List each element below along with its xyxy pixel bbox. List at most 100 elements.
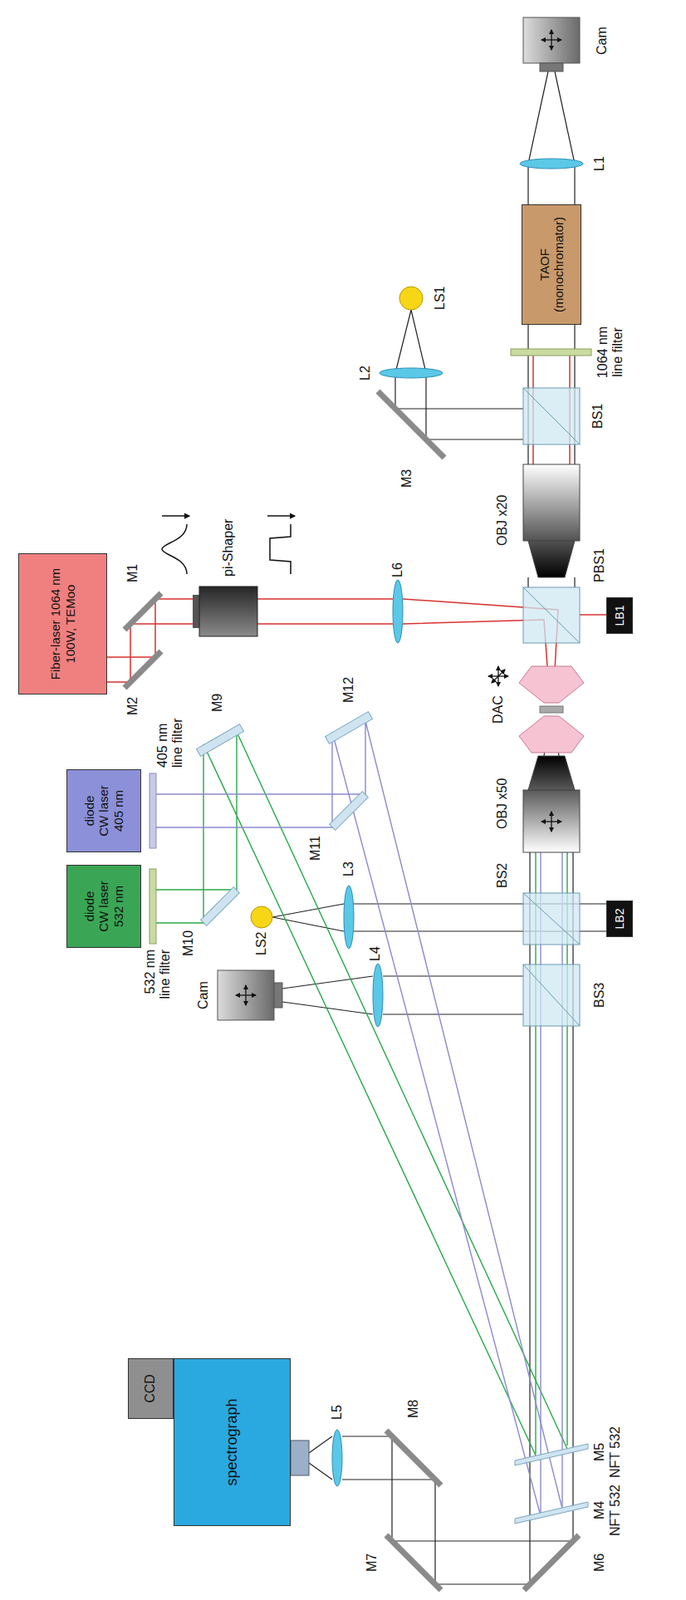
mirror — [377, 391, 445, 458]
pi-shaper-body — [192, 586, 258, 637]
camera — [217, 970, 275, 1020]
part-label: LS1 — [432, 284, 448, 312]
beam-splitter — [523, 892, 580, 945]
dichroic-mirror — [200, 886, 241, 927]
beam-dump: LB1 — [606, 597, 633, 634]
beam-splitter — [523, 587, 580, 643]
mirror — [386, 1534, 441, 1590]
lens — [519, 158, 584, 169]
diamond-anvil-cell — [491, 669, 505, 683]
line-filter — [149, 348, 592, 944]
objective — [528, 755, 575, 790]
dichroic-mirror — [514, 1501, 588, 1524]
pi-shaper-body — [199, 586, 258, 637]
part-label: L1 — [592, 154, 608, 173]
camera — [541, 39, 562, 40]
beam-splitter — [523, 387, 580, 445]
ccd-box: CCD — [127, 1357, 174, 1419]
camera — [539, 63, 564, 72]
lens — [332, 1429, 343, 1486]
camera — [274, 982, 283, 1008]
part-label: M6 — [592, 1551, 608, 1573]
box-text: diode CW laser 532 nm — [82, 880, 126, 932]
part-label: M12 — [341, 675, 357, 705]
box-text: CCD — [142, 1373, 158, 1403]
part-label: M8 — [406, 1397, 422, 1420]
part-label: 1064 nm line filter — [595, 317, 627, 388]
lens — [372, 963, 383, 1027]
part-label: OBJ x20 — [494, 493, 510, 548]
part-label: M10 — [181, 928, 196, 958]
beam-black — [528, 71, 575, 205]
part-label: L3 — [341, 859, 357, 878]
monochromator-box: TAOF (monochromator) — [521, 204, 582, 325]
part-label: M7 — [364, 1551, 380, 1573]
box-text: Fiber-laser 1064 nm 100W, TEMoo — [48, 566, 78, 682]
lens — [332, 158, 584, 1486]
part-label: L6 — [390, 560, 406, 579]
part-label: M1 — [125, 562, 141, 584]
beam-black — [308, 852, 574, 1584]
mirror — [124, 651, 162, 688]
part-label: 532 nm line filter — [142, 947, 174, 1018]
diamond-anvil-cell — [519, 715, 584, 753]
part-label: OBJ x50 — [494, 776, 510, 831]
beam-profile — [161, 514, 190, 517]
beam-profile — [269, 524, 291, 574]
objective — [541, 820, 562, 822]
laser-box: diode CW laser 532 nm — [66, 864, 142, 948]
dichroic-mirror — [196, 724, 245, 757]
line-filter — [149, 773, 157, 848]
mirror — [124, 592, 162, 630]
part-label: M5 — [592, 1440, 608, 1463]
line-filter — [149, 868, 157, 944]
part-label: NFT 532 — [607, 1482, 623, 1538]
box-text: diode CW laser 405 nm — [82, 784, 126, 837]
spectrograph-entrance — [290, 1440, 309, 1475]
part-label: M4 — [592, 1499, 608, 1521]
beam-splitter — [523, 964, 580, 1026]
laser-box: diode CW laser 405 nm — [66, 769, 142, 853]
lamp — [250, 906, 273, 928]
beam-splitter — [523, 892, 580, 945]
lamp — [399, 286, 423, 310]
part-label: M3 — [399, 467, 415, 490]
objective — [528, 540, 575, 578]
part-label: NFT 532 — [607, 1424, 623, 1480]
lens — [392, 579, 403, 643]
part-label: DAC — [490, 693, 506, 726]
beam-splitter — [523, 387, 580, 445]
part-label: BS3 — [592, 980, 608, 1010]
camera — [217, 17, 580, 1020]
mirror — [386, 1430, 441, 1485]
lens — [379, 367, 443, 378]
part-label: LS2 — [254, 930, 270, 957]
beam-violet — [540, 852, 563, 1514]
beam-dump: LB2 — [606, 900, 633, 937]
beam-splitter — [523, 587, 580, 643]
diamond-anvil-cell — [519, 666, 584, 703]
spectrograph-entrance — [290, 1440, 309, 1475]
objective — [523, 789, 580, 853]
beam-red — [107, 355, 607, 701]
part-label: L5 — [329, 1402, 345, 1421]
mirror — [524, 1534, 579, 1590]
part-label: 405 nm line filter — [155, 699, 187, 770]
part-label: PBS1 — [592, 546, 608, 584]
part-label: M2 — [125, 695, 141, 717]
lens — [343, 885, 354, 949]
camera — [523, 17, 580, 64]
pi-shaper-body — [192, 594, 200, 628]
part-label: L4 — [367, 944, 383, 963]
part-label: pi-Shaper — [220, 517, 236, 579]
dichroic-mirror — [329, 791, 369, 831]
part-label: BS1 — [590, 401, 606, 431]
objective — [523, 464, 580, 541]
beam-splitter — [523, 387, 580, 1026]
dichroic-mirror — [514, 1443, 588, 1466]
box-text: TAOF (monochromator) — [537, 210, 567, 319]
dichroic-mirror — [325, 711, 373, 745]
laser-box: Fiber-laser 1064 nm 100W, TEMoo — [18, 553, 108, 695]
lamp — [250, 286, 423, 928]
